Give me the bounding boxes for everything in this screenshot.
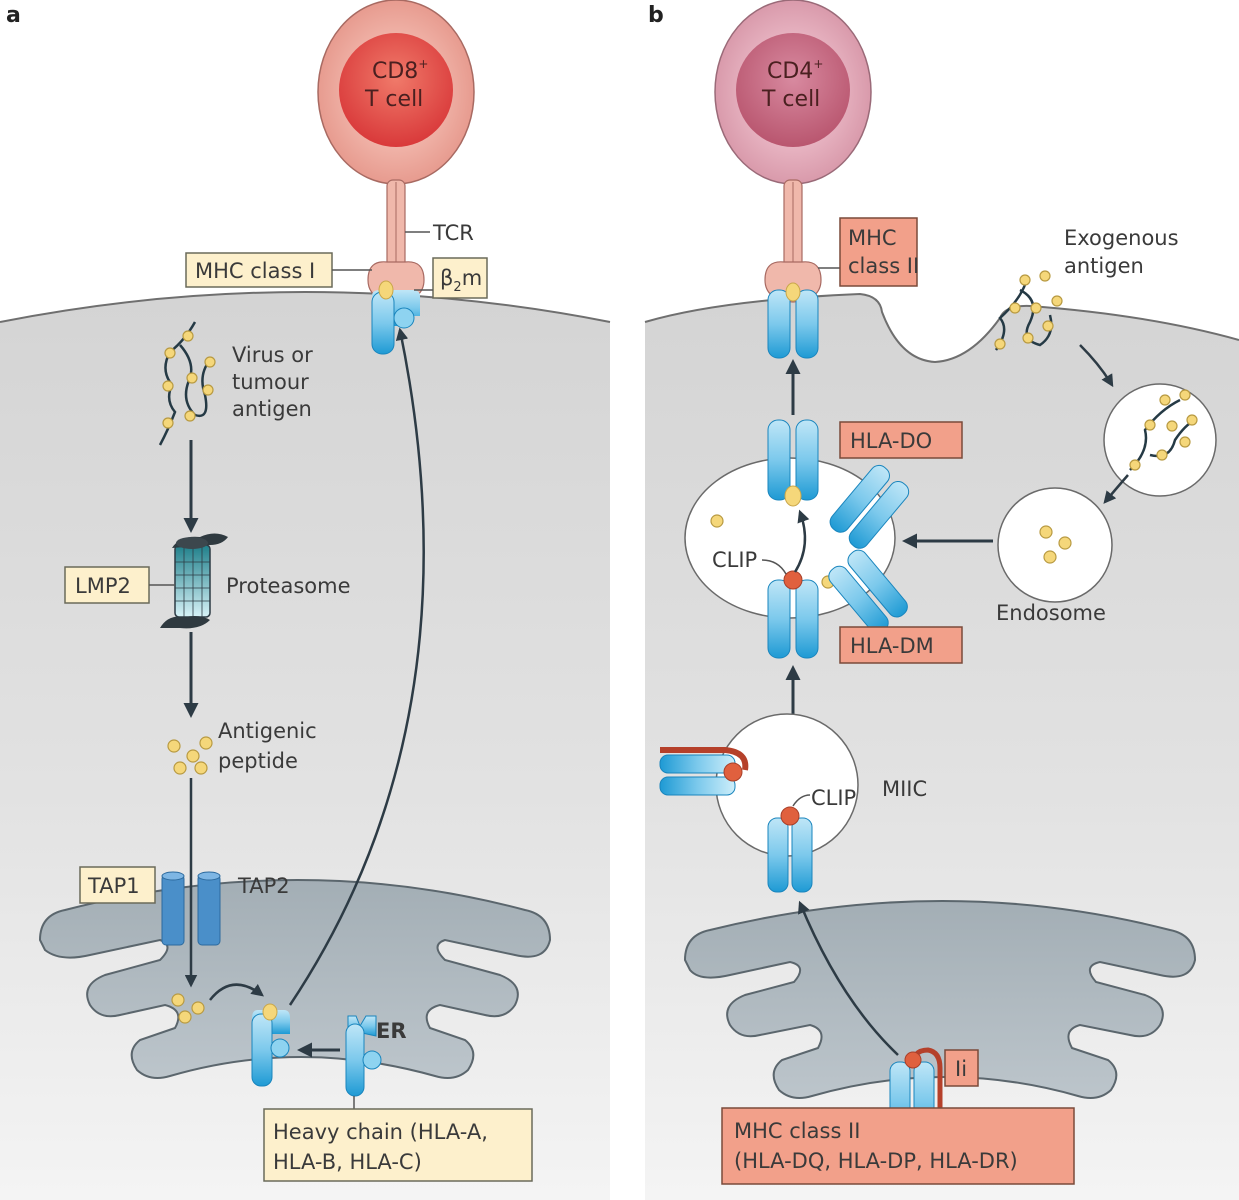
endosome-label: Endosome bbox=[996, 601, 1106, 625]
b2m-label: β2m bbox=[440, 266, 482, 295]
miic-label: MIIC bbox=[882, 777, 927, 801]
arrow-to-early-endosome bbox=[1079, 344, 1114, 388]
clip-lower-label: CLIP bbox=[811, 786, 856, 810]
mhc-class-ii-peptide-loaded bbox=[767, 419, 819, 507]
hla-do-molecule bbox=[829, 464, 910, 549]
peptide-label-line2: peptide bbox=[218, 749, 298, 773]
antigen-label-line2: tumour bbox=[232, 370, 309, 394]
mhc-class-i-label-box bbox=[185, 252, 333, 288]
heavy-chain-er bbox=[345, 1015, 382, 1097]
panel-b: b CD4+ T cell MHC class II Exo bbox=[644, 0, 1239, 1200]
er-peptides-a bbox=[171, 993, 205, 1024]
cd8-label-line2: T cell bbox=[364, 87, 423, 112]
tap-transporter-icon bbox=[161, 871, 221, 946]
endosome-antigen-icon bbox=[1129, 389, 1198, 471]
tap1-label: TAP1 bbox=[87, 874, 140, 898]
endosome bbox=[997, 487, 1113, 603]
cd8-label-line1: CD8+ bbox=[372, 57, 428, 84]
arrow-to-surface-a bbox=[288, 327, 425, 1006]
arrow-clip-exchange bbox=[793, 509, 810, 573]
cd4-t-cell: CD4+ T cell bbox=[714, 0, 872, 185]
heavy-chain-label-box bbox=[263, 1108, 533, 1182]
arrow-to-endosome bbox=[1103, 474, 1129, 504]
panel-a: a CD8+ T cell TCR MHC class bbox=[0, 0, 611, 1200]
clip-upper-label: CLIP bbox=[712, 548, 757, 572]
virus-antigen-peptides bbox=[162, 330, 216, 429]
mhc-class-i-label: MHC class I bbox=[195, 259, 315, 283]
mhc-ii-clip-miic bbox=[767, 806, 813, 893]
panel-b-letter: b bbox=[648, 3, 664, 28]
proteasome-icon bbox=[160, 533, 228, 629]
mhc-ii-er-label-line2: (HLA-DQ, HLA-DP, HLA-DR) bbox=[734, 1149, 1018, 1173]
mhc-ii-ii-complex-miic bbox=[659, 747, 749, 796]
er-label: ER bbox=[376, 1019, 407, 1043]
mhc-class-ii-label-line1: MHC bbox=[848, 226, 897, 250]
hla-do-label: HLA-DO bbox=[850, 429, 932, 453]
antigen-label-line1: Virus or bbox=[232, 343, 313, 367]
proteasome-label: Proteasome bbox=[226, 574, 351, 598]
lmp2-label: LMP2 bbox=[75, 574, 131, 598]
mhc-class-i-surface bbox=[371, 280, 420, 355]
mhc-class-ii-label-line2: class II bbox=[848, 254, 919, 278]
plasma-membrane-a bbox=[0, 291, 611, 323]
tcr-label: TCR bbox=[432, 221, 474, 245]
tcr-class-i bbox=[367, 179, 425, 303]
hla-do-label-box bbox=[839, 421, 963, 459]
hla-dm-label: HLA-DM bbox=[850, 634, 934, 658]
tap1-label-box bbox=[79, 866, 156, 904]
apc-cell-body-a bbox=[0, 292, 610, 1200]
panel-a-letter: a bbox=[6, 3, 21, 28]
exogenous-antigen-icon bbox=[994, 270, 1063, 351]
b2m-label-box bbox=[432, 257, 488, 299]
ii-label: Ii bbox=[955, 1057, 967, 1081]
exogenous-label-line2: antigen bbox=[1064, 254, 1144, 278]
peptide-label-line1: Antigenic bbox=[218, 719, 317, 743]
arrow-peptide-loading bbox=[209, 983, 264, 1001]
mhc-class-i-er-loaded bbox=[251, 1003, 290, 1087]
mhc-class-ii-surface bbox=[767, 282, 819, 359]
antigen-label-line3: antigen bbox=[232, 397, 312, 421]
mhc-class-ii-label-box bbox=[839, 217, 918, 287]
mhc-ii-er-label-line1: MHC class II bbox=[734, 1119, 860, 1143]
er-b bbox=[683, 900, 1197, 1099]
cd4-label-line2: T cell bbox=[761, 87, 820, 112]
mhc-class-ii-clip-loaded bbox=[767, 570, 819, 659]
heavy-chain-label-line2: HLA-B, HLA-C) bbox=[273, 1150, 422, 1174]
hla-dm-label-box bbox=[839, 626, 963, 664]
endosome-peptides bbox=[1039, 525, 1072, 564]
heavy-chain-label-line1: Heavy chain (HLA-A, bbox=[273, 1120, 488, 1144]
cd8-t-cell: CD8+ T cell bbox=[317, 0, 475, 185]
mhc-ii-er-label-box bbox=[721, 1107, 1075, 1185]
cd4-label-line1: CD4+ bbox=[767, 57, 823, 84]
arrow-er-to-miic bbox=[798, 900, 899, 1056]
hla-dm-molecule bbox=[828, 549, 908, 634]
exogenous-label-line1: Exogenous bbox=[1064, 226, 1179, 250]
ii-label-box bbox=[944, 1049, 979, 1087]
antigenic-peptide-icon bbox=[167, 736, 213, 775]
tap2-label: TAP2 bbox=[237, 874, 290, 898]
